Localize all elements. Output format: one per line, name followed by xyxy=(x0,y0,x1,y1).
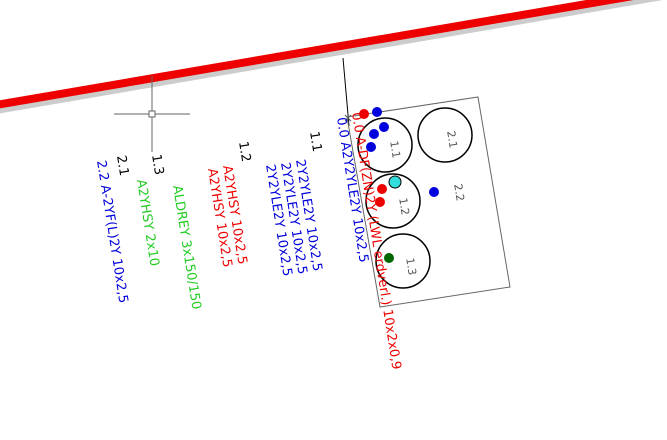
road-shadow-line xyxy=(0,0,663,114)
cable-dot-red-fiber xyxy=(359,109,369,119)
reference-line xyxy=(342,57,350,127)
label-1-2: 1.2 xyxy=(235,140,253,163)
duct-1-2-label: 1.2 xyxy=(396,197,412,216)
label-2-1: 2.1 xyxy=(113,154,131,177)
cable-dot-red-1 xyxy=(377,184,387,194)
duct-1-3-circle xyxy=(375,233,431,289)
duct-bank-outline xyxy=(346,96,511,308)
duct-1-1-circle xyxy=(357,117,413,173)
duct-1-1-label: 1.1 xyxy=(387,140,403,159)
cable-dot-blue-2 xyxy=(369,129,379,139)
cable-dot-blue-2-2 xyxy=(429,187,439,197)
cable-dot-blue-3 xyxy=(366,142,376,152)
duct-2-2-label: 2.2 xyxy=(451,183,467,202)
duct-2-1-label: 2.1 xyxy=(444,130,460,149)
cable-2-2: 2.2 A-2YF(L)2Y 10x2,5 xyxy=(93,159,130,304)
cable-1-3: A2YHSY 2x10 xyxy=(133,178,162,267)
label-1-3: 1.3 xyxy=(148,153,166,176)
cable-dot-blue-top xyxy=(372,107,382,117)
cable-dot-red-2 xyxy=(375,197,385,207)
cable-dot-blue-1 xyxy=(379,122,389,132)
cable-aldrey: ALDREY 3x150/150 xyxy=(169,184,203,310)
cable-dot-green-1-3 xyxy=(384,253,394,263)
duct-1-2-circle xyxy=(365,173,421,229)
road-red-line xyxy=(0,0,634,109)
duct-1-3-label: 1.3 xyxy=(403,257,419,276)
duct-2-1-circle xyxy=(417,107,473,163)
label-1-1: 1.1 xyxy=(306,130,324,153)
reference-x-marker: × xyxy=(343,111,353,125)
crosshair-box xyxy=(148,110,156,118)
cable-dot-cyan xyxy=(388,175,402,189)
